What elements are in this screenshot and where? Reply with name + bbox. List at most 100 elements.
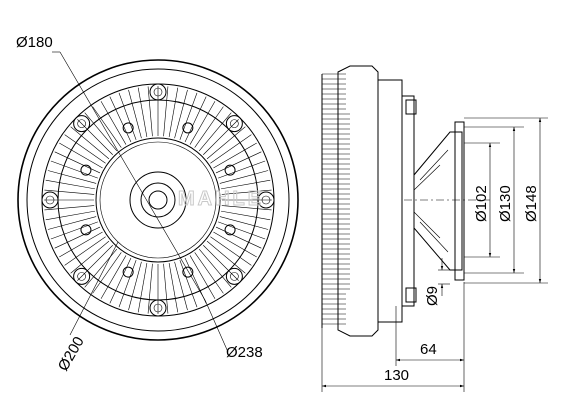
rim-boss bbox=[257, 191, 275, 209]
fin bbox=[206, 240, 246, 274]
fin bbox=[220, 210, 271, 221]
fin bbox=[168, 87, 179, 138]
fin bbox=[45, 210, 96, 221]
rim-boss-inner bbox=[77, 272, 86, 281]
rim-boss-inner bbox=[230, 272, 239, 281]
fin bbox=[179, 260, 198, 308]
fin bbox=[179, 92, 198, 140]
rim-boss-inner bbox=[153, 87, 163, 97]
fin bbox=[128, 89, 142, 139]
fin bbox=[137, 87, 148, 138]
fin bbox=[118, 260, 137, 308]
rim-boss bbox=[73, 267, 91, 285]
fin bbox=[44, 205, 95, 211]
fin bbox=[189, 255, 216, 299]
fin bbox=[168, 262, 179, 313]
bolt-hole bbox=[182, 266, 194, 278]
fin bbox=[213, 142, 257, 169]
hub-center bbox=[148, 190, 168, 210]
fin bbox=[77, 245, 113, 281]
fin bbox=[64, 134, 106, 164]
fin bbox=[147, 86, 153, 137]
fin bbox=[44, 189, 95, 195]
bolt-top bbox=[405, 99, 417, 115]
side-view: Ø102 Ø130 Ø148 Ø9 64 130 bbox=[321, 65, 548, 392]
fin bbox=[100, 101, 127, 145]
fin bbox=[70, 126, 110, 160]
fin bbox=[174, 89, 188, 139]
dim-d102: Ø102 bbox=[473, 185, 490, 222]
fin bbox=[210, 134, 252, 164]
side-body bbox=[337, 65, 379, 337]
fin bbox=[174, 261, 188, 311]
bolt-hole bbox=[224, 224, 236, 236]
fin bbox=[220, 179, 271, 190]
dim-d130: Ø130 bbox=[497, 185, 514, 222]
dim-d9: Ø9 bbox=[424, 286, 441, 306]
fin bbox=[215, 151, 262, 174]
fin bbox=[219, 170, 269, 184]
fin bbox=[47, 216, 97, 230]
leader-d200 bbox=[69, 241, 119, 336]
fin bbox=[77, 119, 113, 155]
fin bbox=[70, 240, 110, 274]
bolt-bottom bbox=[405, 287, 417, 303]
outer-ring-inner bbox=[26, 68, 290, 332]
mount-flange bbox=[454, 121, 465, 281]
watermark-logo: MAHLE bbox=[178, 188, 264, 210]
leader-d180 bbox=[59, 51, 206, 301]
fin bbox=[218, 160, 266, 179]
side-fins bbox=[321, 73, 350, 328]
rim-boss-inner bbox=[45, 195, 55, 205]
fin bbox=[219, 216, 269, 230]
leader-d238 bbox=[204, 299, 229, 353]
fin bbox=[54, 151, 101, 174]
fin bbox=[84, 248, 118, 288]
fin bbox=[118, 92, 137, 140]
fin bbox=[210, 236, 252, 266]
rim-boss bbox=[41, 191, 59, 209]
fin bbox=[221, 189, 272, 195]
fin bbox=[184, 96, 207, 143]
fin bbox=[215, 226, 262, 249]
fin bbox=[221, 205, 272, 211]
front-view: MAHLE Ø180 Ø200 Ø238 bbox=[16, 34, 299, 374]
hub-disc-inner bbox=[99, 141, 217, 259]
fin bbox=[54, 226, 101, 249]
fin bbox=[50, 221, 98, 240]
side-flange bbox=[401, 95, 415, 307]
rim-boss bbox=[149, 299, 167, 317]
rim-boss-inner bbox=[230, 119, 239, 128]
fin bbox=[109, 257, 132, 304]
bolt-hole bbox=[80, 224, 92, 236]
fin bbox=[218, 221, 266, 240]
dim-len64: 64 bbox=[420, 341, 437, 358]
hub-boss bbox=[129, 171, 187, 229]
fin bbox=[206, 126, 246, 160]
fin bbox=[194, 252, 224, 294]
bolt-hole bbox=[80, 164, 92, 176]
dim-d148: Ø148 bbox=[523, 185, 540, 222]
fin bbox=[198, 248, 232, 288]
fin bbox=[203, 245, 239, 281]
fin bbox=[92, 252, 122, 294]
hub-disc bbox=[95, 137, 221, 263]
dim-d238: Ø238 bbox=[226, 344, 263, 361]
fin bbox=[203, 119, 239, 155]
rim-boss bbox=[225, 267, 243, 285]
fin bbox=[45, 179, 96, 190]
cooling-fins bbox=[44, 86, 272, 314]
dim-d180: Ø180 bbox=[16, 34, 53, 51]
fin bbox=[194, 106, 224, 148]
fin bbox=[128, 261, 142, 311]
rim-boss-inner bbox=[261, 195, 271, 205]
bolt-holes bbox=[80, 122, 236, 278]
fin bbox=[213, 231, 257, 258]
fin bbox=[50, 160, 98, 179]
rim-boss bbox=[149, 83, 167, 101]
fin bbox=[109, 96, 132, 143]
fin bbox=[100, 255, 127, 299]
dim-len130: 130 bbox=[384, 367, 409, 384]
fin bbox=[59, 231, 103, 258]
